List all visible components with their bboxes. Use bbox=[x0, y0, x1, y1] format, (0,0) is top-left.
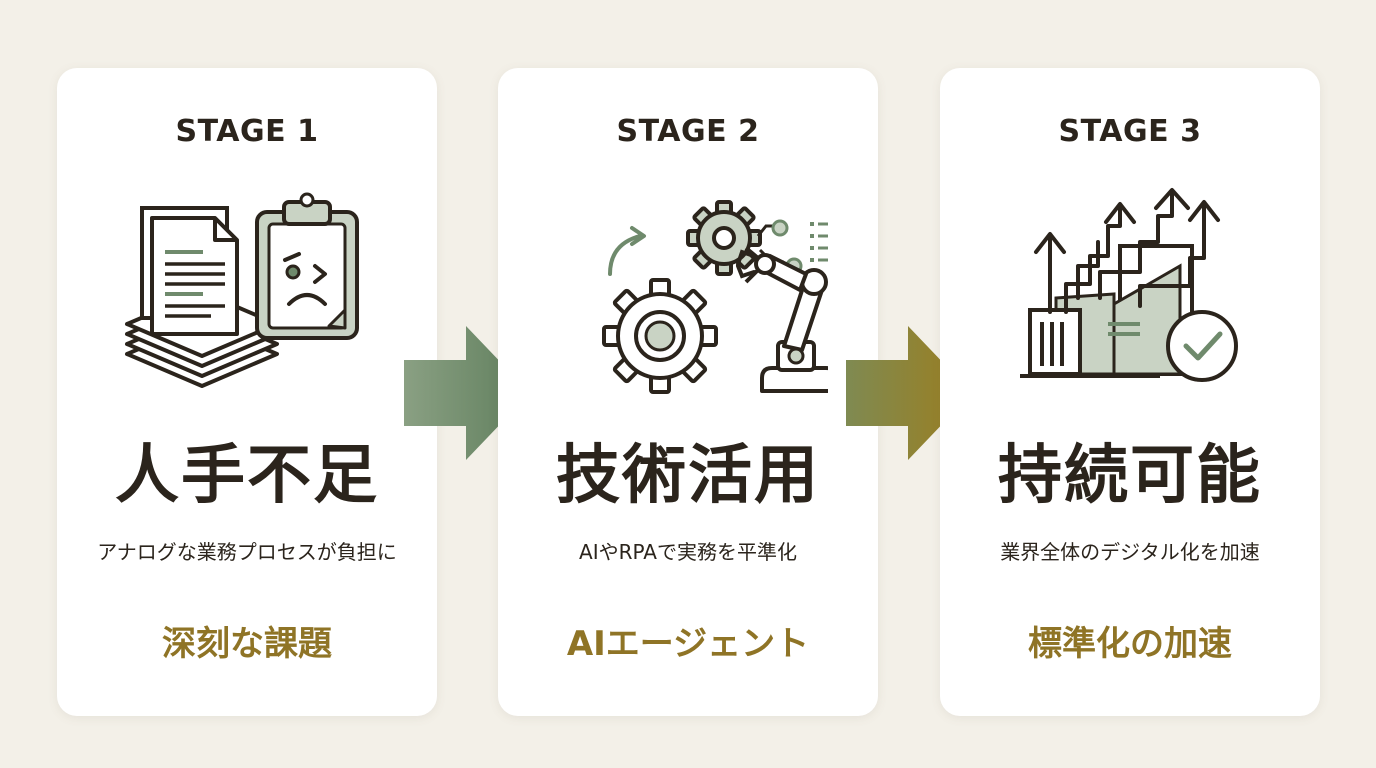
stage-keyword: 深刻な課題 bbox=[162, 624, 332, 664]
stage-keyword: AIエージェント bbox=[566, 624, 810, 664]
stage-description: AIやRPAで実務を平準化 bbox=[579, 540, 797, 564]
stage-heading: 人手不足 bbox=[115, 438, 379, 513]
stage-label: STAGE 3 bbox=[1058, 114, 1202, 149]
stressed-paperwork-icon bbox=[125, 192, 359, 388]
growth-city-check-icon bbox=[1020, 188, 1238, 382]
arrow-right-icon bbox=[404, 326, 530, 460]
stage-heading: 持続可能 bbox=[998, 438, 1262, 513]
stage-card-2: STAGE 2 bbox=[498, 68, 878, 716]
stage-description: 業界全体のデジタル化を加速 bbox=[1000, 540, 1260, 564]
stage-heading: 技術活用 bbox=[556, 438, 820, 513]
gears-robot-arm-icon bbox=[602, 200, 828, 394]
arrow-right-icon bbox=[846, 326, 972, 460]
stage-card-3: STAGE 3 持続可能 業界全体のデジタル化を加速 標準化の加速 bbox=[940, 68, 1320, 716]
stage-card-1: STAGE 1 bbox=[57, 68, 437, 716]
stage-keyword: 標準化の加速 bbox=[1028, 624, 1232, 664]
stage-description: アナログな業務プロセスが負担に bbox=[97, 540, 397, 564]
stage-label: STAGE 1 bbox=[175, 114, 319, 149]
stage-label: STAGE 2 bbox=[616, 114, 760, 149]
